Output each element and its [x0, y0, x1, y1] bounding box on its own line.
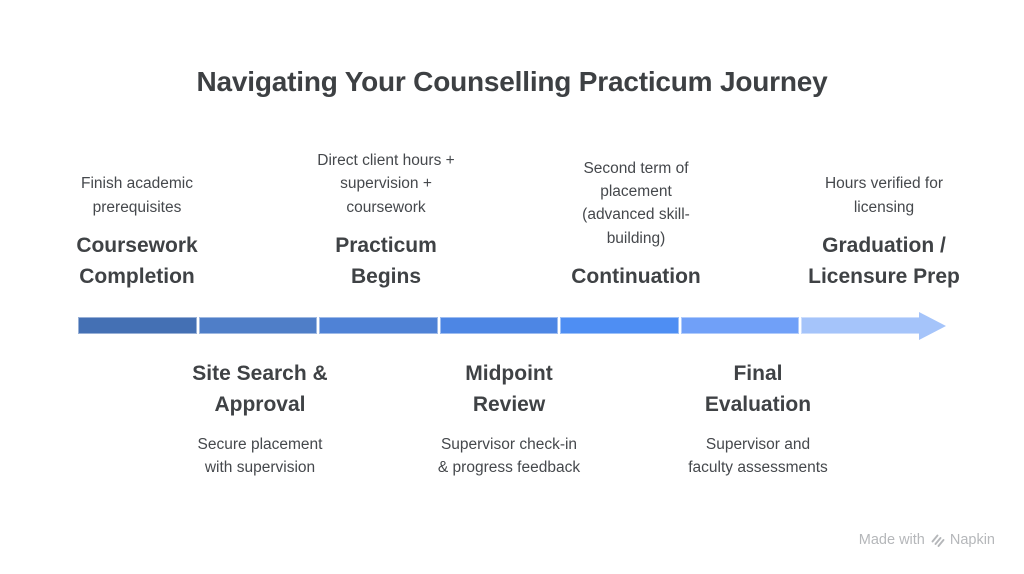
stage-description: Supervisor check-in & progress feedback: [437, 436, 581, 477]
page-title: Navigating Your Counselling Practicum Jo…: [196, 66, 828, 97]
watermark: Made with Napkin: [859, 532, 995, 548]
stage-name: Site Search & Approval: [192, 362, 328, 417]
stage-description: Secure placement with supervision: [197, 436, 323, 477]
stage-continuation: Second term of placement (advanced skill…: [516, 157, 756, 292]
stage-name: Midpoint Review: [465, 362, 553, 417]
stage-description: Second term of placement (advanced skill…: [582, 159, 690, 247]
stage-site-search-approval: Site Search & Approval Secure placement …: [140, 358, 380, 480]
stage-name: Graduation / Licensure Prep: [808, 233, 960, 288]
napkin-logo-icon: [931, 534, 945, 547]
stage-name: Continuation: [571, 264, 701, 288]
stage-description: Finish academic prerequisites: [81, 175, 193, 216]
timeline-segment: [801, 317, 921, 334]
timeline-arrow-bar: [78, 317, 921, 334]
stage-practicum-begins: Direct client hours + supervision + cour…: [266, 149, 506, 292]
watermark-prefix: Made with: [858, 532, 925, 548]
stage-name: Final Evaluation: [704, 362, 812, 417]
stage-midpoint-review: Midpoint Review Supervisor check-in & pr…: [389, 358, 629, 480]
timeline-segment: [560, 317, 679, 334]
stage-name: Practicum Begins: [335, 233, 437, 288]
watermark-brand: Napkin: [949, 532, 995, 548]
timeline-segment: [78, 317, 197, 334]
stage-graduation-licensure-prep: Hours verified for licensing Graduation …: [764, 172, 1004, 292]
timeline-arrowhead-icon: [919, 312, 946, 340]
stage-name: Coursework Completion: [76, 233, 198, 288]
timeline-segment: [439, 317, 559, 334]
stage-final-evaluation: Final Evaluation Supervisor and faculty …: [638, 358, 878, 480]
stage-coursework-completion: Finish academic prerequisites Coursework…: [17, 172, 257, 292]
stage-description: Direct client hours + supervision + cour…: [317, 152, 455, 216]
stage-description: Supervisor and faculty assessments: [688, 436, 828, 477]
stage-description: Hours verified for licensing: [824, 175, 943, 216]
timeline-segment: [319, 317, 438, 334]
timeline-segment: [680, 317, 800, 334]
timeline-segment: [198, 317, 318, 334]
